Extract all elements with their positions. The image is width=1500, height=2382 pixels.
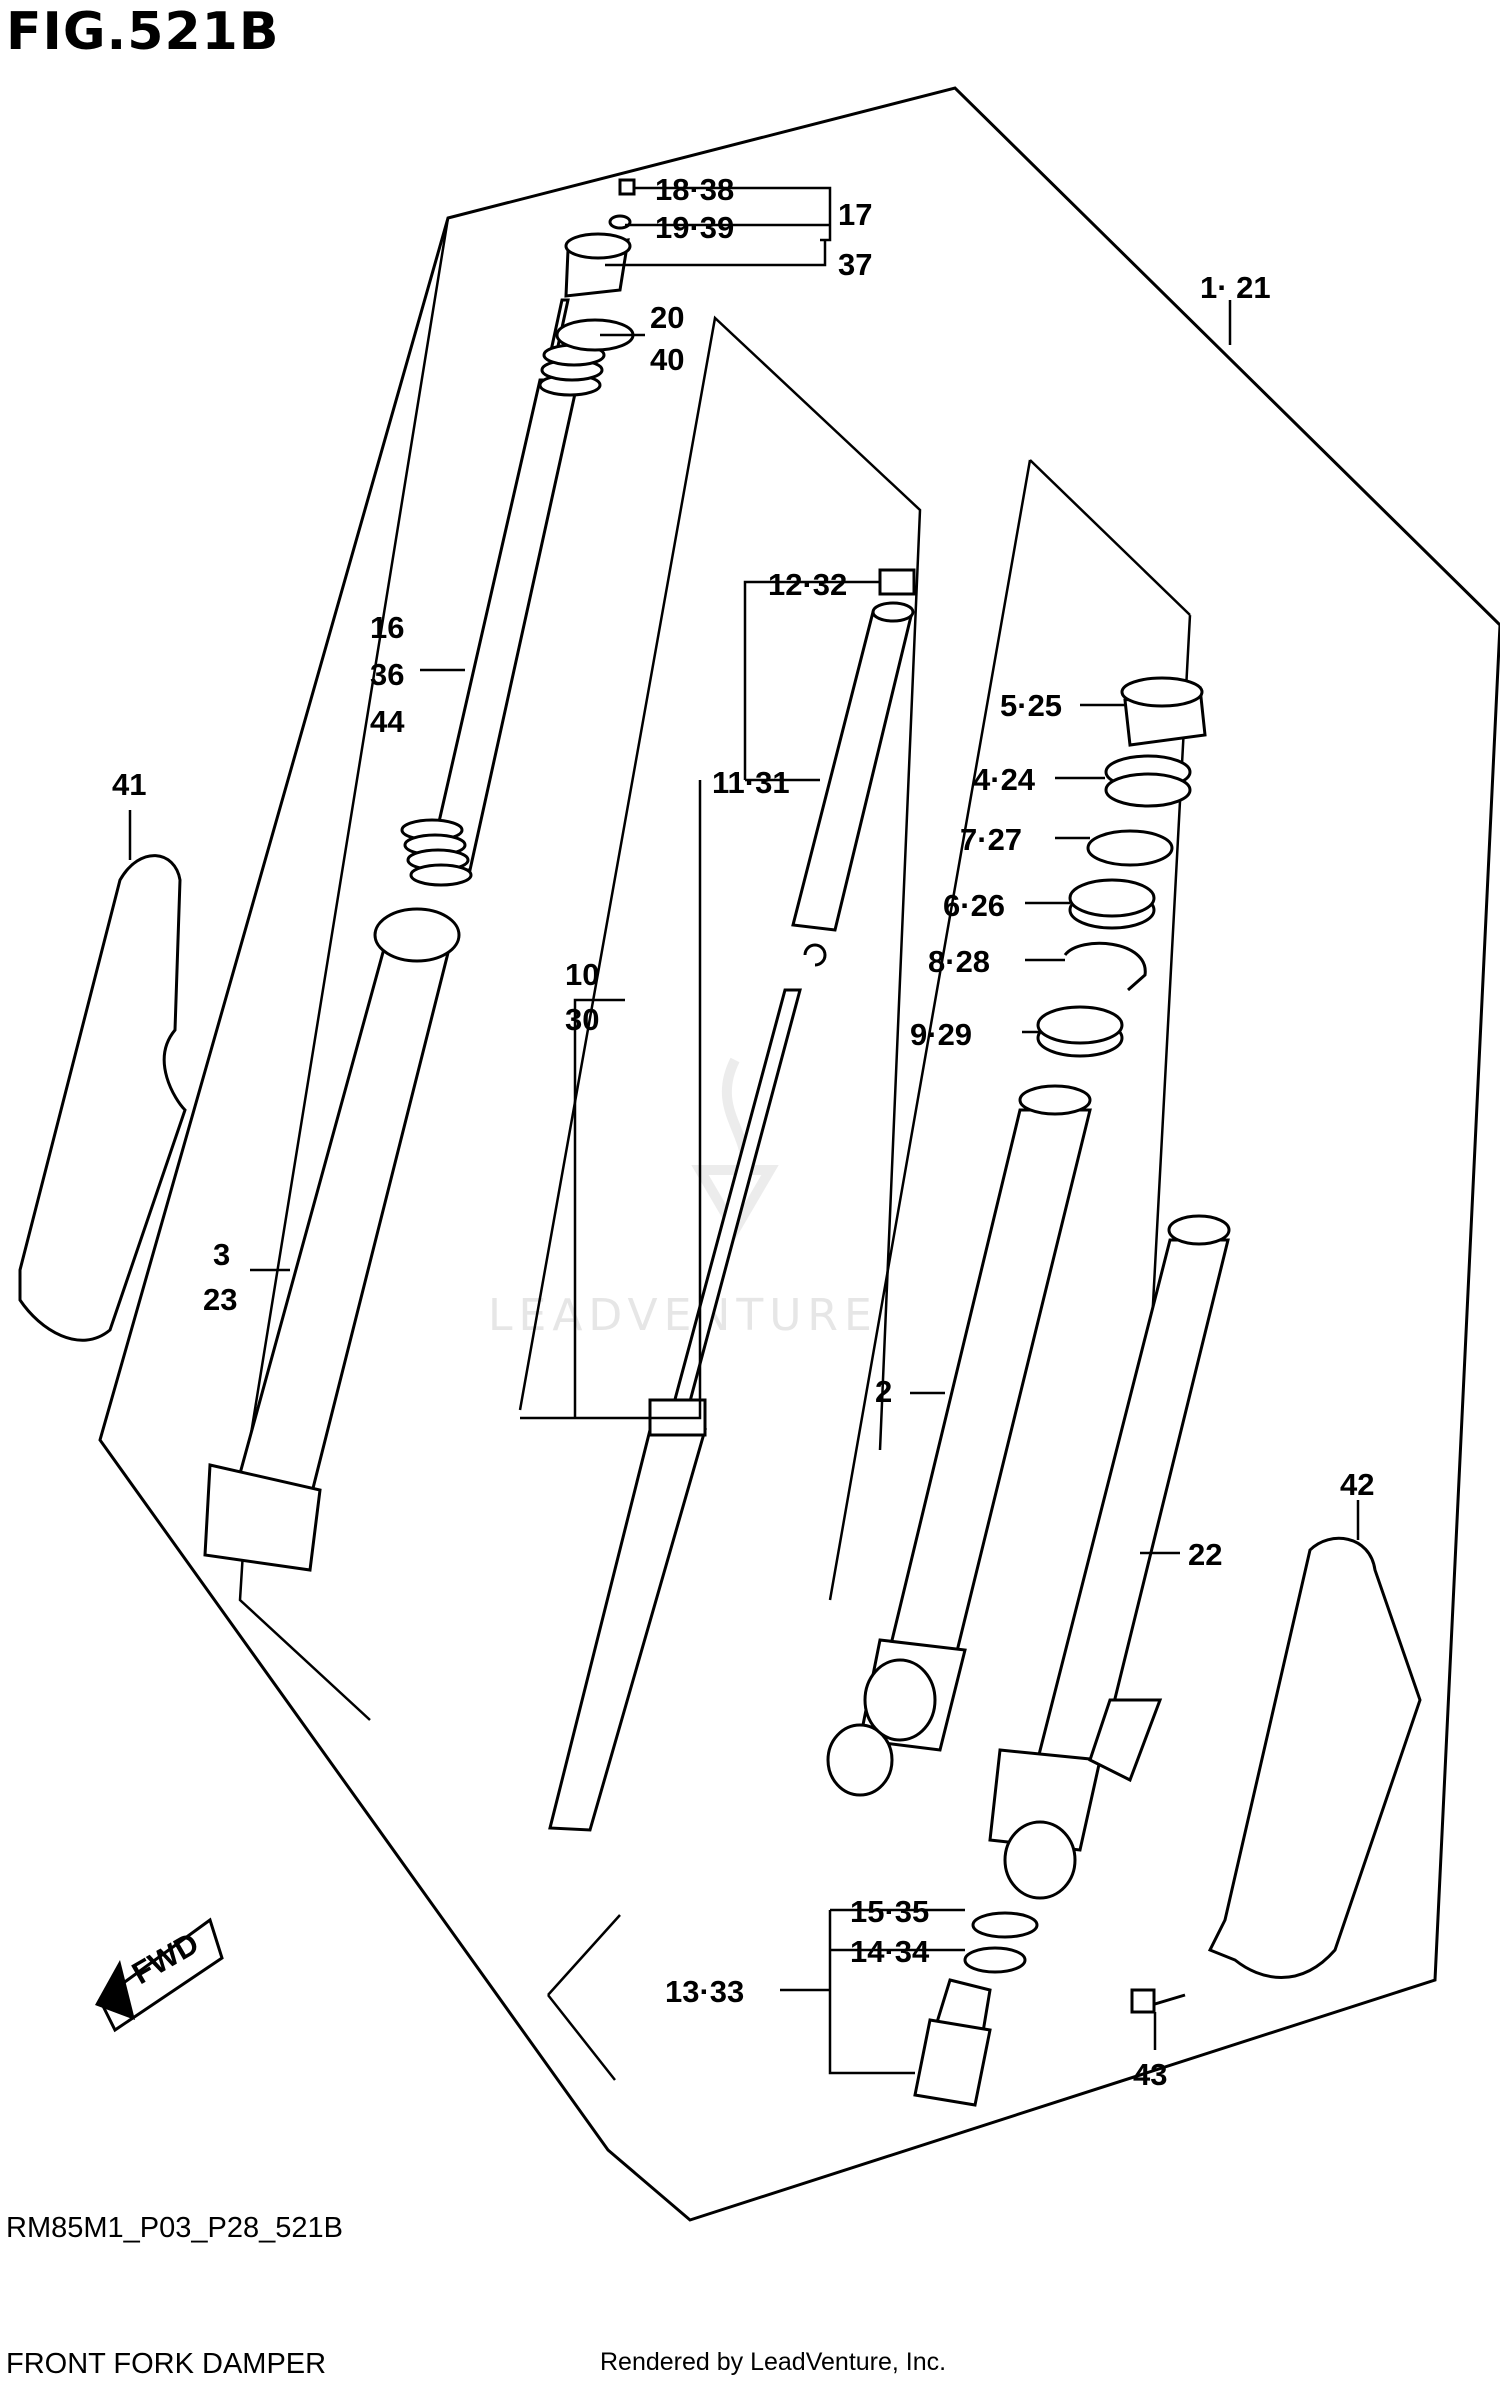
damper-rod [548,988,802,1832]
outer-tube-right [988,1214,1231,1900]
callout-2: 2 [875,1374,892,1409]
callout-7-27: 7·27 [960,822,1022,857]
fork-guard-left [18,854,187,1342]
callout-16: 16 [370,610,404,645]
callout-19-39: 19·39 [655,210,734,245]
seal-kit [1036,676,1207,1058]
callout-20: 20 [650,300,684,335]
model-code: RM85M1_P03_P28_521B [6,2212,343,2244]
callout-1-21: 1· 21 [1200,270,1271,305]
callout-36: 36 [370,657,404,692]
base-valve [913,1911,1039,2107]
callout-30: 30 [565,1002,599,1037]
figure-name: FRONT FORK DAMPER [6,2348,327,2380]
callout-12-32: 12·32 [768,567,847,602]
damper-cartridge [791,568,916,967]
callout-13-33: 13·33 [665,1974,744,2009]
render-credit: Rendered by LeadVenture, Inc. [600,2348,947,2376]
callout-23: 23 [203,1282,237,1317]
callout-3: 3 [213,1237,230,1272]
bolt-43 [1130,1988,1186,2014]
watermark-text: LEADVENTURE [488,1290,878,1341]
fork-spring [400,298,606,887]
callout-22: 22 [1188,1537,1222,1572]
callout-37: 37 [838,247,872,282]
callout-15-35: 15·35 [850,1894,929,1929]
callout-6-26: 6·26 [943,888,1005,923]
callout-44: 44 [370,704,405,739]
fork-guard-right [1207,1536,1422,1979]
outer-tube-left [826,1084,1092,1797]
outline-damper-rod [518,315,922,1451]
outline-fork-assembly [98,86,1500,2222]
callout-41: 41 [112,767,146,802]
inner-tube [203,907,461,1572]
callout-42: 42 [1340,1467,1374,1502]
callout-11-31: 11·31 [712,765,790,800]
callout-10: 10 [565,957,599,992]
callout-14-34: 14·34 [850,1934,930,1969]
callout-5-25: 5·25 [1000,688,1062,723]
figure-title: FIG.521B [6,2,280,62]
callout-4-24: 4·24 [973,762,1036,797]
callout-9-29: 9·29 [910,1017,972,1052]
callout-43: 43 [1133,2057,1167,2092]
callout-8-28: 8·28 [928,944,990,979]
fork-cap-bolt [555,178,636,352]
callout-17: 17 [838,197,872,232]
callout-18-38: 18·38 [655,172,734,207]
outline-outer-tube [547,459,1192,2081]
fwd-arrow: FWD [95,1917,224,2033]
leader-lines [128,186,1360,2075]
callout-40: 40 [650,342,684,377]
